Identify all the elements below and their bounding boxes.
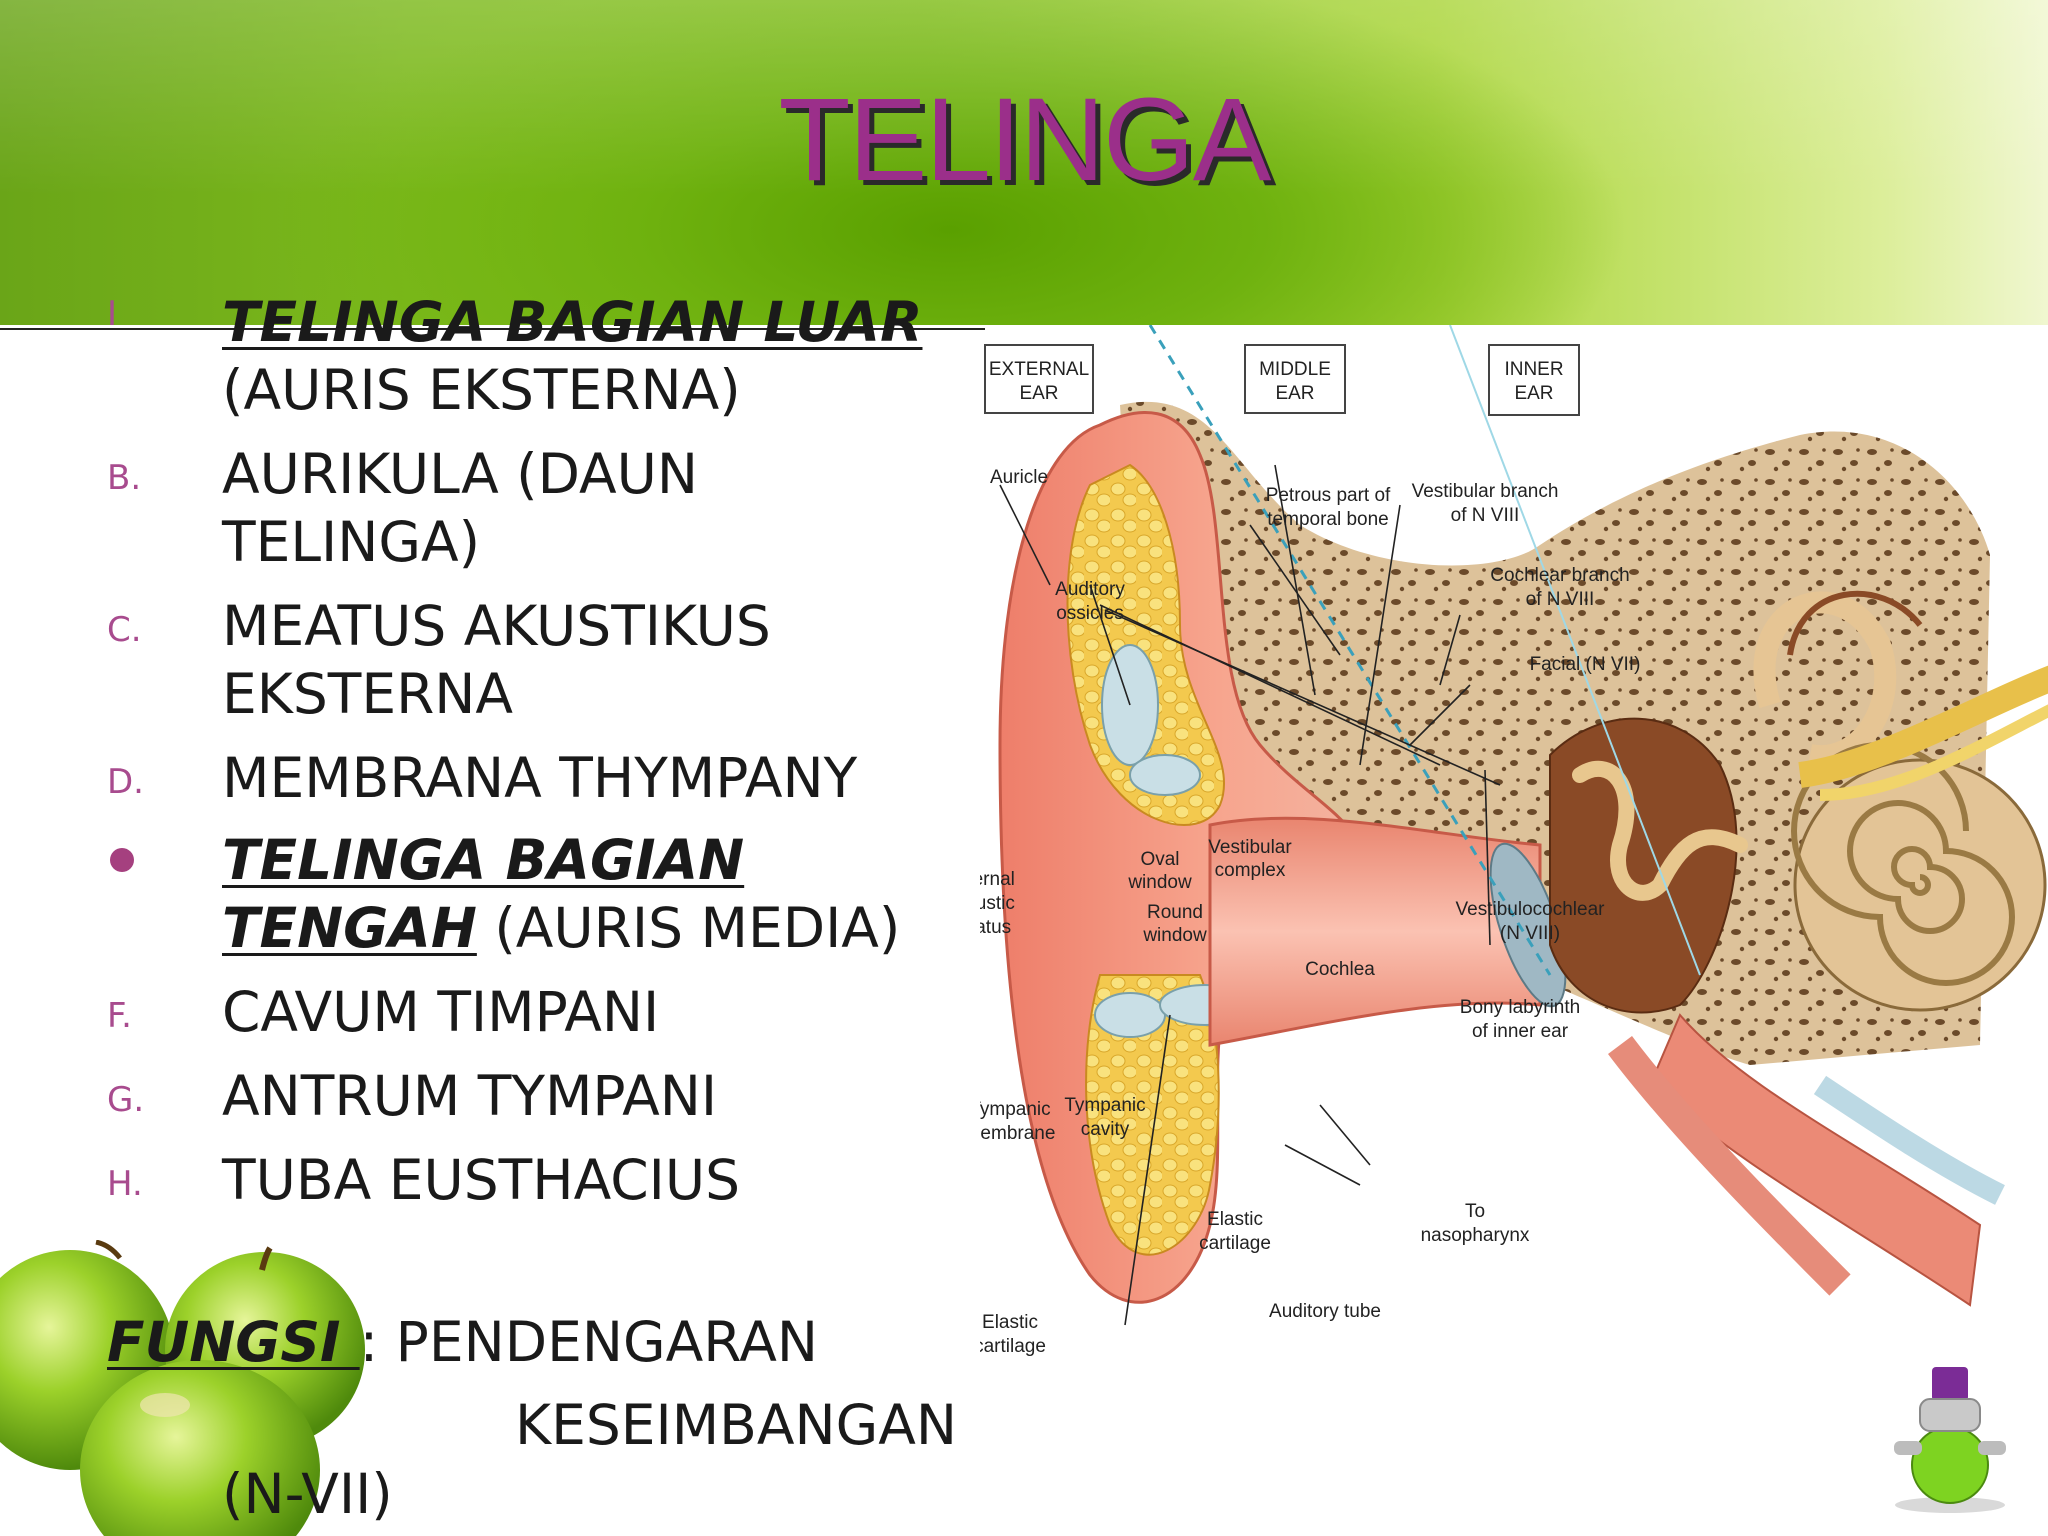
label-cochlea: Cochlea — [1305, 959, 1375, 980]
list-item-text: EKSTERNA — [222, 662, 514, 726]
header-inner-2: EAR — [1514, 383, 1553, 404]
list-marker: I — [107, 294, 118, 334]
label-tympanic-membrane-2: membrane — [980, 1123, 1055, 1144]
label-bony-labyrinth-2: of inner ear — [1472, 1021, 1569, 1042]
list-marker: H. — [107, 1164, 143, 1204]
label-elastic-cartilage-right-2: cartilage — [1199, 1233, 1271, 1254]
label-vestibular-branch-2: of N VIII — [1451, 505, 1520, 526]
label-vestibulocochlear-1: Vestibulocochlear — [1456, 899, 1606, 920]
outline-list: I TELINGA BAGIAN LUAR (AURIS EKSTERNA) B… — [0, 0, 1000, 1536]
label-auricle: Auricle — [990, 467, 1048, 488]
label-oval-window-1: Oval — [1140, 849, 1179, 870]
list-item-text: MEATUS AKUSTIKUS — [222, 594, 771, 658]
fungsi-value-3: (N-VII) — [222, 1462, 393, 1526]
list-item-text: AURIKULA (DAUN — [222, 442, 699, 506]
header-inner-1: INNER — [1504, 359, 1563, 380]
ear-anatomy-illustration: EXTERNAL EAR MIDDLE EAR INNER EAR Auricl… — [980, 325, 2048, 1357]
label-vestibular-branch-1: Vestibular branch — [1412, 481, 1559, 502]
label-tympanic-membrane-1: Tympanic — [980, 1099, 1051, 1120]
list-item-text: TELINGA) — [222, 510, 481, 574]
label-petrous-2: temporal bone — [1267, 509, 1388, 530]
label-auditory-ossicles-1: Auditory — [1055, 579, 1125, 600]
label-external-meatus-2: acoustic — [980, 893, 1015, 914]
section-heading-middle: TELINGA BAGIAN — [222, 828, 745, 892]
label-elastic-cartilage-left-2: cartilage — [980, 1336, 1046, 1357]
label-vestibulocochlear-2: (N VIII) — [1500, 923, 1560, 944]
header-banner — [0, 0, 2048, 325]
label-elastic-cartilage-left-1: Elastic — [982, 1312, 1038, 1333]
fungsi-value: : PENDENGARAN — [359, 1310, 818, 1374]
list-marker: D. — [107, 762, 144, 802]
list-marker: G. — [107, 1080, 145, 1120]
header-middle-1: MIDDLE — [1259, 359, 1331, 380]
label-cochlear-branch-2: of N VIII — [1526, 589, 1595, 610]
label-petrous-1: Petrous part of — [1266, 485, 1391, 506]
section-heading-external: TELINGA BAGIAN LUAR — [222, 290, 923, 354]
label-tympanic-cavity-1: Tympanic — [1064, 1095, 1145, 1116]
header-external-1: EXTERNAL — [989, 359, 1089, 380]
list-item-text: CAVUM TIMPANI — [222, 980, 660, 1044]
list-item-text: TENGAH (AURIS MEDIA) — [222, 894, 900, 962]
section-heading-middle-2: TENGAH — [222, 896, 477, 960]
list-item-text: MEMBRANA THYMPANY — [222, 746, 858, 810]
mascot-icon — [1894, 1367, 2006, 1513]
header-middle-2: EAR — [1275, 383, 1314, 404]
label-vestibular-complex-1: Vestibular — [1208, 837, 1292, 858]
list-item-text-rest: (AURIS MEDIA) — [476, 896, 901, 960]
list-marker: B. — [107, 458, 142, 498]
list-marker: C. — [107, 610, 142, 650]
slide-title: TELINGA — [778, 74, 1272, 206]
label-to-nasopharynx-1: To — [1465, 1201, 1485, 1222]
label-tympanic-cavity-2: cavity — [1081, 1119, 1130, 1140]
label-auditory-ossicles-2: ossicles — [1056, 603, 1124, 624]
label-auditory-tube: Auditory tube — [1269, 1301, 1381, 1322]
list-marker: F. — [107, 996, 132, 1036]
label-oval-window-2: window — [1127, 872, 1192, 893]
label-facial: Facial (N VII) — [1530, 654, 1641, 675]
title-divider — [0, 328, 985, 330]
header-external-2: EAR — [1019, 383, 1058, 404]
label-cochlear-branch-1: Cochlear branch — [1490, 565, 1629, 586]
list-item-text: ANTRUM TYMPANI — [222, 1064, 718, 1128]
fungsi-line: FUNGSI : PENDENGARAN — [107, 1310, 818, 1374]
label-external-meatus-3: meatus — [980, 917, 1011, 938]
bullet-dot — [110, 848, 134, 872]
label-bony-labyrinth-1: Bony labyrinth — [1460, 997, 1580, 1018]
label-to-nasopharynx-2: nasopharynx — [1421, 1225, 1530, 1246]
header-banner-shine — [0, 0, 2048, 325]
label-elastic-cartilage-right-1: Elastic — [1207, 1209, 1263, 1230]
label-round-window-2: window — [1142, 925, 1207, 946]
label-external-meatus-1: External — [980, 869, 1015, 890]
list-item-text: TUBA EUSTHACIUS — [222, 1148, 741, 1212]
fungsi-label: FUNGSI — [107, 1310, 360, 1374]
apples-decoration — [0, 1240, 365, 1536]
fungsi-value-2: KESEIMBANGAN — [515, 1393, 958, 1457]
list-item-text: (AURIS EKSTERNA) — [222, 358, 741, 422]
label-vestibular-complex-2: complex — [1215, 860, 1286, 881]
label-round-window-1: Round — [1147, 902, 1203, 923]
